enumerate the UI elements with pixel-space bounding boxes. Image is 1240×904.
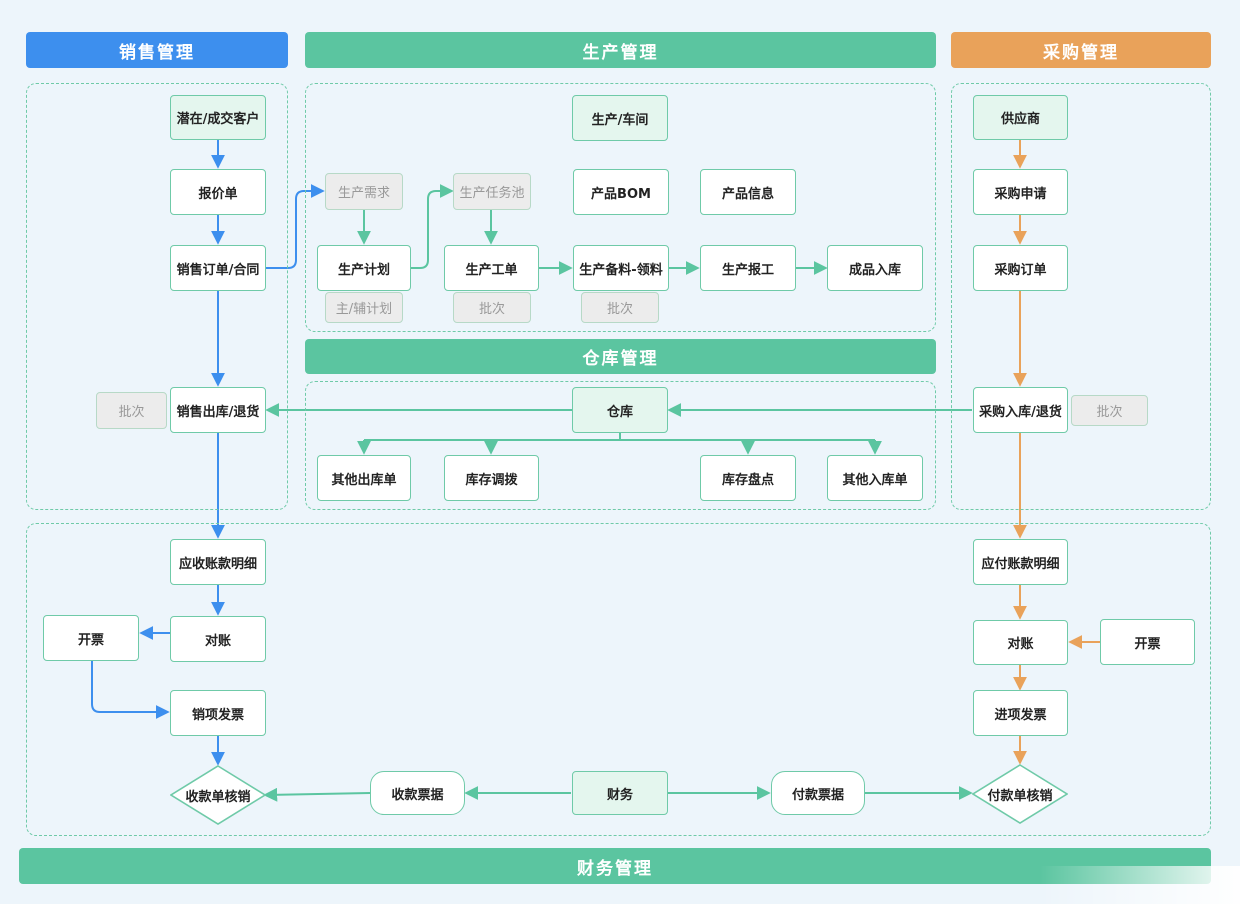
node-purchase-reconcile: 对账 <box>973 620 1068 665</box>
node-output-invoice: 销项发票 <box>170 690 266 736</box>
edge-warehouse-branches <box>364 433 875 441</box>
node-product-bom: 产品BOM <box>573 169 669 215</box>
node-material-batch: 批次 <box>581 292 659 323</box>
node-input-invoice: 进项发票 <box>973 690 1068 736</box>
region-warehouse <box>305 381 936 510</box>
region-sales <box>26 83 288 510</box>
node-workorder-batch: 批次 <box>453 292 531 323</box>
region-production <box>305 83 936 332</box>
node-purchase-request: 采购申请 <box>973 169 1068 215</box>
node-work-order: 生产工单 <box>444 245 539 291</box>
node-production-demand: 生产需求 <box>325 173 403 210</box>
node-sales-batch: 批次 <box>96 392 167 429</box>
node-payment-writeoff: 付款单核销 <box>972 764 1068 824</box>
node-payable: 应付账款明细 <box>973 539 1068 585</box>
header-warehouse: 仓库管理 <box>305 339 936 374</box>
node-sales-order: 销售订单/合同 <box>170 245 266 291</box>
node-production-report: 生产报工 <box>700 245 796 291</box>
corner-fade <box>1040 866 1240 904</box>
edge-order-demand <box>266 184 325 269</box>
node-receivable: 应收账款明细 <box>170 539 266 585</box>
edge-plan-taskpool <box>411 184 454 269</box>
node-product-info: 产品信息 <box>700 169 796 215</box>
node-sales-outbound: 销售出库/退货 <box>170 387 266 433</box>
node-purchase-order: 采购订单 <box>973 245 1068 291</box>
node-payment-bill: 付款票据 <box>771 771 865 815</box>
node-main-aux-plan: 主/辅计划 <box>325 292 403 323</box>
node-purchase-batch: 批次 <box>1071 395 1148 426</box>
node-task-pool: 生产任务池 <box>453 173 531 210</box>
node-customer: 潜在/成交客户 <box>170 95 266 140</box>
header-purchase: 采购管理 <box>951 32 1211 68</box>
node-other-outbound: 其他出库单 <box>317 455 411 501</box>
node-finance: 财务 <box>572 771 668 815</box>
node-supplier: 供应商 <box>973 95 1068 140</box>
node-purchase-inbound: 采购入库/退货 <box>973 387 1068 433</box>
node-receipt-writeoff: 收款单核销 <box>170 765 266 825</box>
edge-receiptbill-writeoff <box>263 787 371 802</box>
node-stock-transfer: 库存调拨 <box>444 455 539 501</box>
node-sales-reconcile: 对账 <box>170 616 266 662</box>
diamond-shape <box>170 765 266 825</box>
header-production: 生产管理 <box>305 32 936 68</box>
edge-invoice-output <box>91 661 170 719</box>
node-purchase-invoice-open: 开票 <box>1100 619 1195 665</box>
node-other-inbound: 其他入库单 <box>827 455 923 501</box>
node-warehouse: 仓库 <box>572 387 668 433</box>
header-finance: 财务管理 <box>19 848 1211 884</box>
node-quotation: 报价单 <box>170 169 266 215</box>
receipt-writeoff-label: 收款单核销 <box>185 789 251 805</box>
node-finished-inbound: 成品入库 <box>827 245 923 291</box>
region-finance <box>26 523 1211 836</box>
node-workshop: 生产/车间 <box>572 95 668 141</box>
node-material-picking: 生产备料-领料 <box>573 245 669 291</box>
diamond-shape <box>972 764 1068 824</box>
node-stocktake: 库存盘点 <box>700 455 796 501</box>
payment-writeoff-label: 付款单核销 <box>987 788 1053 804</box>
node-production-plan: 生产计划 <box>317 245 411 291</box>
header-sales: 销售管理 <box>26 32 288 68</box>
node-receipt-bill: 收款票据 <box>370 771 465 815</box>
node-sales-invoice-open: 开票 <box>43 615 139 661</box>
region-purchase <box>951 83 1211 510</box>
